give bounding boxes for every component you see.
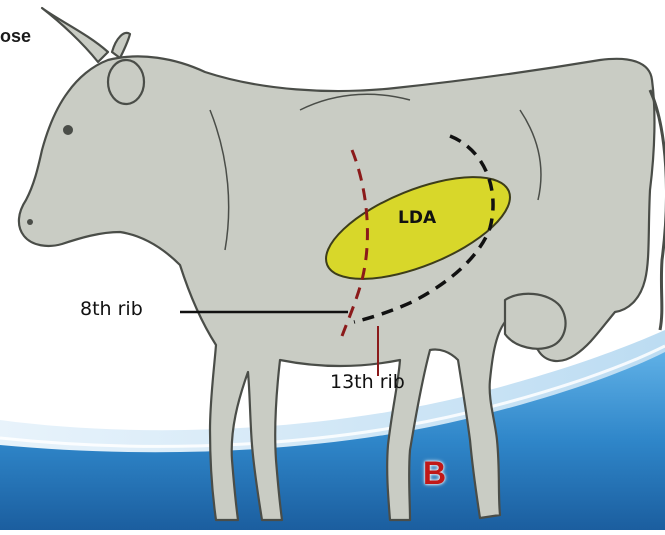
cow-nostril (27, 219, 33, 225)
cow-horn-left (42, 8, 108, 62)
lda-label: LDA (398, 208, 436, 228)
rib13-label: 13th rib (330, 371, 405, 393)
panel-letter: B (423, 455, 446, 492)
figure-title-fragment: ose (0, 26, 31, 47)
cow-ear (108, 60, 144, 104)
cow-horn-right (112, 33, 130, 58)
cow-udder (505, 294, 566, 349)
rib8-label: 8th rib (80, 298, 143, 320)
cow-eye (63, 125, 73, 135)
